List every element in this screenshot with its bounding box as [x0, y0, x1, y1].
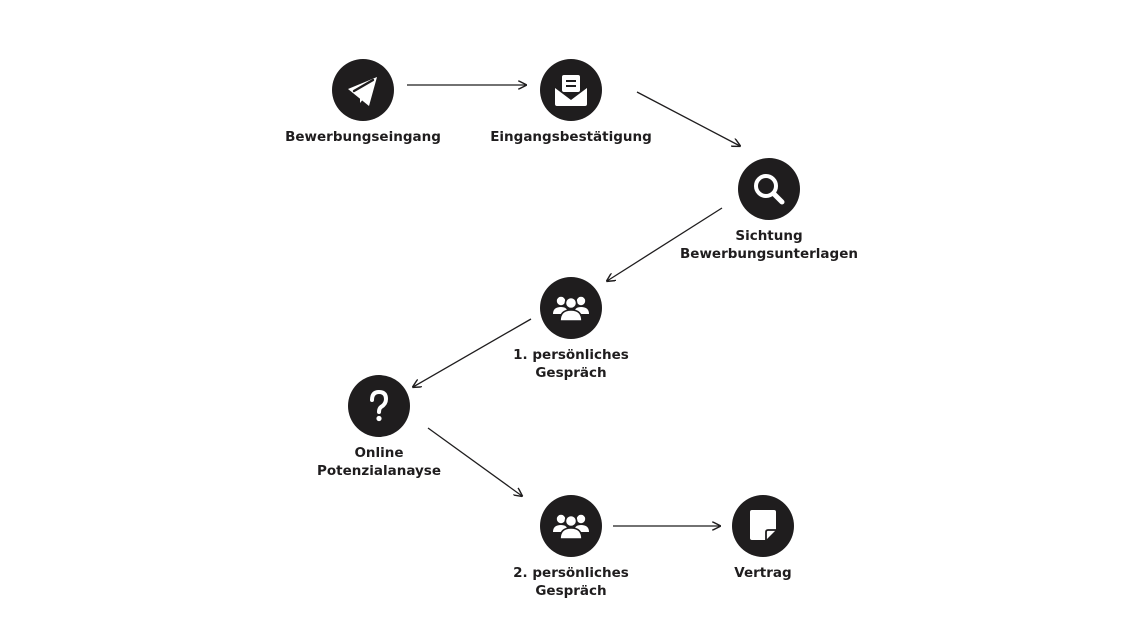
nodes: Bewerbungseingang EingangsbestätigungSich…: [285, 59, 858, 599]
step-label: Gespräch: [535, 583, 606, 599]
step-label: 1. persönliches: [513, 347, 629, 363]
step-vertrag: Vertrag: [732, 495, 794, 581]
step-label: Sichtung: [735, 228, 802, 244]
users-icon: [553, 296, 589, 322]
step-bewerbungseingang: Bewerbungseingang: [285, 59, 441, 145]
step-circle: [738, 158, 800, 220]
step-circle: [348, 375, 410, 437]
step-label: Potenzialanayse: [317, 463, 441, 479]
arrow-sichtung-to-gespraech1: [607, 207, 723, 281]
users-icon: [553, 514, 589, 540]
note-icon: [750, 510, 776, 540]
step-label: Bewerbungsunterlagen: [680, 246, 858, 262]
step-label: Gespräch: [535, 365, 606, 381]
envelope-open-icon: [554, 75, 588, 106]
step-label: Eingangsbestätigung: [490, 129, 652, 145]
step-label: Online: [354, 445, 403, 461]
search-icon: [754, 174, 785, 205]
step-eingangsbestaetigung: Eingangsbestätigung: [490, 59, 652, 145]
step-label: 2. persönliches: [513, 565, 629, 581]
arrow-gespraech1-to-potenzialanalyse: [413, 318, 532, 387]
arrow-eingangsbestaetigung-to-sichtung: [636, 91, 740, 146]
step-label: Bewerbungseingang: [285, 129, 441, 145]
arrow-potenzialanalyse-to-gespraech2: [427, 427, 522, 496]
connections: [407, 85, 740, 526]
question-icon: [370, 389, 389, 422]
step-label: Vertrag: [734, 565, 791, 581]
paper-plane-icon: [348, 77, 377, 106]
